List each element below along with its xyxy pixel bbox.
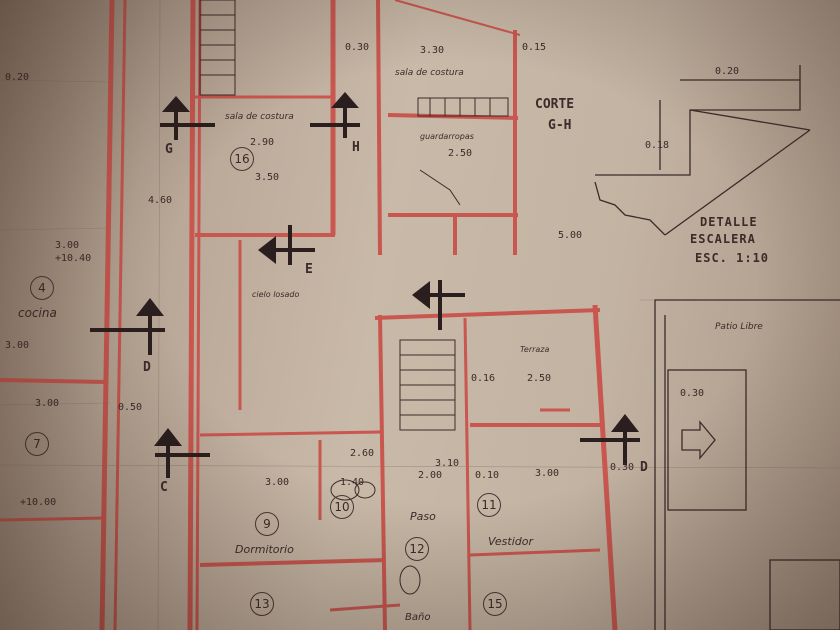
wall: [329, 603, 401, 612]
dimension: 0.16: [471, 373, 496, 384]
wall: [0, 378, 106, 384]
dimension: 2.50: [448, 148, 473, 159]
wall: [99, 0, 115, 630]
corte-subtitle: G-H: [548, 118, 572, 133]
section-walls: [376, 0, 521, 256]
room-number: 16: [230, 147, 254, 171]
wall: [374, 308, 601, 320]
wall: [592, 304, 618, 630]
dimension: 3.30: [420, 45, 445, 56]
wall: [199, 558, 386, 567]
detail-title: DETALLE: [700, 215, 758, 229]
room-label: Dormitorio: [235, 543, 294, 556]
room-number: 13: [250, 592, 274, 616]
wall: [463, 317, 472, 630]
wall: [394, 0, 521, 36]
dimension: +10.40: [55, 253, 92, 264]
stair-detail: [594, 65, 811, 236]
dimension: 2.00: [418, 470, 443, 481]
dimension: 4.60: [148, 195, 173, 206]
section-arrow: [90, 298, 165, 355]
patio-area: [654, 299, 840, 630]
dimension: 0.50: [118, 402, 143, 413]
dimension: 0.10: [475, 470, 500, 481]
wall: [378, 314, 387, 630]
dimension: 0.15: [522, 42, 547, 53]
section-letter: E: [305, 262, 313, 277]
room-number: 7: [25, 432, 49, 456]
dimension: 3.50: [255, 172, 280, 183]
dimension: 3.00: [5, 340, 30, 351]
dimension: +10.00: [20, 497, 57, 508]
section-letter: D: [640, 460, 648, 475]
dimension: 0.20: [5, 72, 30, 83]
room-label: sala de costura: [225, 112, 294, 122]
dimension: 0.30: [610, 462, 635, 473]
dimension: 2.50: [527, 373, 552, 384]
dimension: 0.30: [680, 388, 705, 399]
room-label: cocina: [18, 306, 57, 320]
section-arrow: [580, 414, 640, 465]
room-label: Baño: [405, 612, 431, 623]
room-label: guardarropas: [420, 132, 474, 141]
dimension: 3.00: [55, 240, 80, 251]
dimension: 0.20: [715, 66, 740, 77]
corte-title: CORTE: [535, 97, 575, 112]
room-label: Paso: [410, 510, 436, 523]
section-arrow: [160, 96, 215, 140]
wall: [113, 0, 127, 630]
room-number: 12: [405, 537, 429, 561]
dimension: 3.00: [265, 477, 290, 488]
section-arrow: [412, 280, 465, 330]
dimension: 5.00: [558, 230, 583, 241]
dimension: 2.90: [250, 137, 275, 148]
room-number: 10: [330, 495, 354, 519]
dimension: 3.10: [435, 458, 460, 469]
wall: [0, 516, 106, 522]
dimension: 3.00: [35, 398, 60, 409]
room-number: 9: [255, 512, 279, 536]
section-arrow: [258, 225, 315, 265]
room-label: Terraza: [520, 345, 550, 354]
dimension: 0.18: [645, 140, 670, 151]
room-label: Vestidor: [488, 535, 533, 548]
wall: [376, 0, 382, 256]
dimension: 3.00: [535, 468, 560, 479]
section-letter: H: [352, 140, 360, 155]
wall: [469, 548, 601, 557]
section-markers: [90, 92, 640, 478]
section-letter: D: [143, 360, 151, 375]
stairs: [199, 0, 509, 431]
wall: [195, 0, 202, 630]
section-arrow: [154, 428, 210, 478]
section-letter: C: [160, 480, 168, 495]
dimension: 1.40: [340, 477, 365, 488]
dimension: 2.60: [350, 448, 375, 459]
room-number: 11: [477, 493, 501, 517]
section-letter: G: [165, 142, 173, 157]
room-label: cielo losado: [252, 290, 300, 299]
section-arrow: [310, 92, 360, 138]
detail-subtitle: ESCALERA: [690, 232, 756, 246]
wall: [199, 430, 381, 437]
wall: [187, 0, 196, 630]
room-number: 4: [30, 276, 54, 300]
detail-scale: ESC. 1:10: [695, 251, 770, 265]
room-label: Patio Libre: [715, 322, 763, 332]
dimension: 0.30: [345, 42, 370, 53]
walls: [0, 0, 618, 630]
room-number: 15: [483, 592, 507, 616]
room-label: sala de costura: [395, 68, 464, 78]
